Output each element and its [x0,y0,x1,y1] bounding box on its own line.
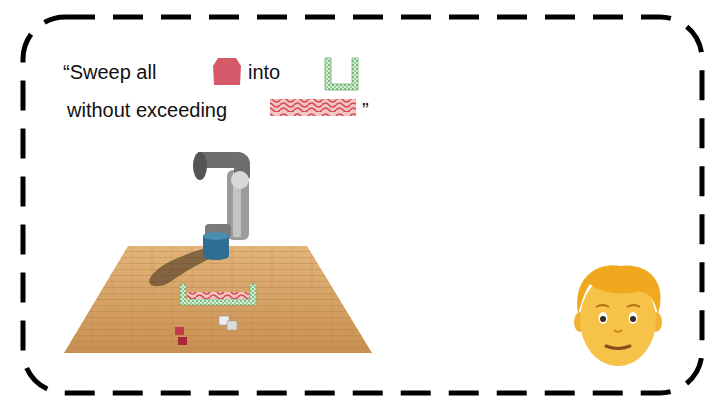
red-cube [175,327,184,335]
prompt-frame: “Sweep all into without exceeding ” [20,14,705,396]
dashed-border [23,17,702,393]
robot-gripper-top [203,232,229,240]
instruction-text: “Sweep all [63,60,156,84]
instruction-text: without exceeding [67,98,227,122]
white-cube [227,321,237,330]
table-grain [64,246,372,353]
green-goal-icon [325,58,358,90]
red-cube [178,337,187,345]
wooden-table [64,246,372,353]
green-goal-region [180,284,256,305]
instruction-text: ” [362,98,369,122]
red-block-icon [213,58,241,85]
red-boundary-icon [270,99,356,116]
red-boundary-region [187,292,249,299]
user-face [574,265,662,366]
instruction-text: into [248,60,280,84]
robot-shoulder [231,171,249,189]
robot-joint-cap [193,152,207,180]
